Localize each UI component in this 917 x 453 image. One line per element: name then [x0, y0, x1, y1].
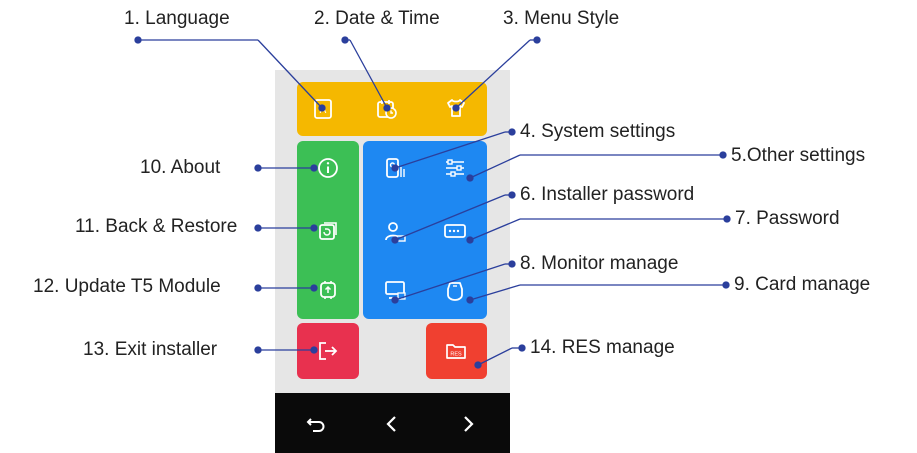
update-module-icon[interactable]	[317, 279, 339, 301]
label-installer-password: 6. Installer password	[520, 184, 695, 205]
monitor-icon[interactable]	[384, 279, 406, 301]
label-language: 1. Language	[124, 8, 230, 29]
label-exit-installer: 13. Exit installer	[83, 339, 218, 360]
res-icon[interactable]: RES	[445, 340, 467, 362]
label-menu-style: 3. Menu Style	[503, 8, 620, 29]
res-icon-text: RES	[450, 352, 462, 358]
right-blue-panel	[363, 141, 487, 319]
res-manage-button[interactable]	[426, 323, 487, 379]
card-icon[interactable]	[444, 279, 466, 301]
label-date-time: 2. Date & Time	[314, 8, 440, 29]
label-system-settings: 4. System settings	[520, 121, 676, 142]
label-card-manage: 9. Card manage	[734, 274, 871, 295]
label-update-t5: 12. Update T5 Module	[33, 276, 221, 297]
password-icon[interactable]	[444, 220, 466, 242]
chevron-right-icon[interactable]	[457, 413, 479, 435]
label-other-settings: 5.Other settings	[731, 145, 866, 166]
info-icon[interactable]	[317, 157, 339, 179]
backup-icon[interactable]	[317, 220, 339, 242]
chevron-left-icon[interactable]	[381, 413, 403, 435]
label-monitor-manage: 8. Monitor manage	[520, 253, 679, 274]
shirt-icon[interactable]	[445, 97, 467, 119]
label-back-restore: 11. Back & Restore	[75, 216, 238, 237]
label-password: 7. Password	[735, 208, 840, 229]
return-icon[interactable]	[305, 413, 327, 435]
label-res-manage: 14. RES manage	[530, 337, 675, 358]
exit-icon[interactable]	[317, 340, 339, 362]
label-about: 10. About	[140, 157, 221, 178]
sliders-icon[interactable]	[444, 157, 466, 179]
